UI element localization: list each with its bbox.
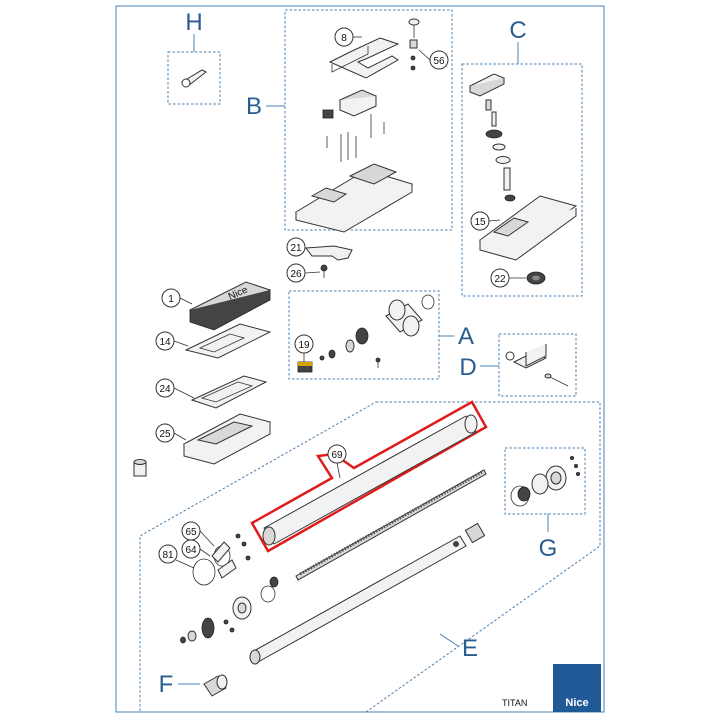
callout-19: 19 — [294, 334, 314, 362]
svg-text:24: 24 — [159, 384, 171, 395]
svg-text:15: 15 — [474, 217, 486, 228]
callout-15: 15 — [470, 211, 501, 231]
knob-parts — [408, 18, 420, 71]
callout-26: 26 — [286, 263, 321, 283]
svg-text:22: 22 — [494, 274, 506, 285]
group-h-frame — [167, 51, 221, 105]
gasket-plate-part — [184, 323, 272, 359]
page-border — [115, 5, 605, 713]
callout-81: 81 — [158, 544, 195, 569]
motor-gear-parts — [319, 327, 381, 368]
key-part — [181, 69, 207, 88]
motor-part — [385, 294, 435, 337]
group-e-frame — [139, 401, 601, 713]
svg-text:8: 8 — [341, 33, 347, 44]
clip-bracket-part — [305, 245, 353, 261]
callout-64: 64 — [181, 539, 211, 559]
highlight-frame-69 — [250, 400, 488, 553]
svg-text:14: 14 — [159, 337, 171, 348]
callout-25: 25 — [155, 423, 187, 443]
mounting-bracket-part — [505, 344, 569, 387]
model-name: TITAN — [502, 698, 527, 708]
callout-56: 56 — [418, 49, 449, 70]
group-b-frame — [284, 9, 453, 231]
svg-text:69: 69 — [331, 450, 343, 461]
callout-8: 8 — [334, 27, 362, 47]
svg-text:1: 1 — [168, 294, 174, 305]
group-label-g: G — [539, 535, 558, 562]
svg-text:19: 19 — [298, 340, 310, 351]
callout-14: 14 — [155, 331, 189, 351]
seal-frame-part — [190, 375, 268, 409]
encoder-part — [297, 361, 313, 373]
svg-text:65: 65 — [185, 527, 197, 538]
group-label-d: D — [459, 354, 476, 381]
base-housing-part — [294, 163, 414, 233]
svg-text:64: 64 — [185, 545, 197, 556]
shaft-assembly — [485, 99, 516, 202]
rear-mount-parts — [510, 455, 581, 507]
o-ring-part — [192, 558, 216, 586]
push-rod-part — [249, 522, 486, 665]
group-label-f: F — [159, 671, 174, 698]
top-bracket-part — [468, 73, 506, 97]
group-label-e: E — [462, 635, 478, 662]
rod-end-part — [203, 674, 228, 697]
svg-text:26: 26 — [290, 269, 302, 280]
brand-badge — [553, 664, 601, 712]
group-label-c: C — [509, 17, 526, 44]
group-g-frame — [504, 447, 586, 515]
svg-text:25: 25 — [159, 429, 171, 440]
connector-block-part — [322, 89, 378, 119]
callout-24: 24 — [155, 378, 195, 399]
callout-21: 21 — [286, 237, 306, 257]
svg-text:81: 81 — [162, 550, 174, 561]
screw-set — [326, 114, 385, 162]
group-d-frame — [498, 333, 577, 397]
svg-text:21: 21 — [290, 243, 302, 254]
brand-name: Nice — [565, 697, 588, 709]
group-c-frame — [461, 63, 583, 297]
callout-22: 22 — [490, 268, 526, 288]
svg-text:56: 56 — [433, 56, 445, 67]
group-label-a: A — [458, 323, 474, 350]
group-label-b: B — [246, 93, 262, 120]
drive-gear-parts — [180, 576, 279, 644]
bearing-part — [526, 271, 546, 285]
gearbox-housing-part — [478, 195, 578, 261]
group-label-h: H — [185, 9, 202, 36]
cable-gland-part — [133, 459, 147, 477]
tube-part — [262, 414, 478, 546]
end-cap-parts — [211, 533, 251, 579]
small-screw-part — [320, 264, 328, 278]
lead-screw-part — [295, 469, 487, 581]
callout-69: 69 — [327, 444, 347, 479]
lower-housing-part — [182, 413, 272, 465]
callout-1: 1 — [161, 288, 193, 308]
handle-bracket-part — [328, 37, 400, 79]
cover-part: Nice — [188, 281, 272, 331]
group-a-frame — [288, 290, 440, 380]
